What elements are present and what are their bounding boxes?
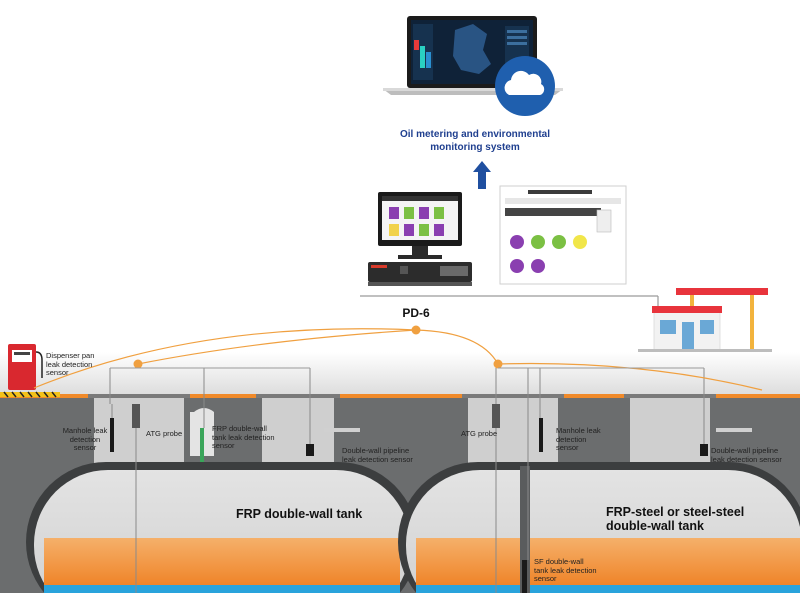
tank-right-title: FRP-steel or steel-steel double-wall tan… — [606, 505, 744, 533]
dispenser-icon — [8, 344, 43, 390]
console-unit-icon — [368, 262, 472, 286]
label-manhole-left: Manhole leak detection sensor — [62, 426, 108, 452]
sensor-devices — [110, 404, 752, 456]
system-title: Oil metering and environmental monitorin… — [360, 128, 590, 154]
gas-station-icon — [638, 288, 772, 353]
tank-right-title-line2: double-wall tank — [606, 519, 704, 533]
label-atg-right: ATG probe — [461, 429, 498, 438]
label-manhole-right: Manhole leak detection sensor — [556, 426, 601, 452]
label-frp-tank-sensor: FRP double-wall tank leak detection sens… — [212, 424, 275, 450]
wiring-nodes — [133, 325, 503, 369]
tank-left — [26, 408, 418, 593]
tank-right-title-line1: FRP-steel or steel-steel — [606, 505, 745, 519]
system-title-line2: monitoring system — [430, 142, 520, 153]
tank-right — [398, 462, 800, 593]
label-sf-tank-sensor: SF double-wall tank leak detection senso… — [534, 557, 597, 583]
wiring-network — [33, 328, 763, 391]
arrow-up-icon — [473, 161, 491, 189]
console-label: PD-6 — [402, 306, 430, 320]
hazard-stripe — [0, 391, 60, 398]
tank-left-title: FRP double-wall tank — [236, 507, 363, 521]
label-pipeline-right: Double-wall pipeline leak detection sens… — [711, 446, 782, 464]
label-atg-left: ATG probe — [146, 429, 183, 438]
system-title-line1: Oil metering and environmental — [399, 129, 551, 140]
monitor-icon — [378, 192, 462, 259]
label-dispenser-sensor: Dispenser pan leak detection sensor — [46, 351, 95, 377]
tablet-icon — [499, 185, 627, 285]
cloud-icon — [495, 56, 555, 116]
label-pipeline-left: Double-wall pipeline leak detection sens… — [342, 446, 413, 464]
manhole-pits — [88, 394, 716, 466]
